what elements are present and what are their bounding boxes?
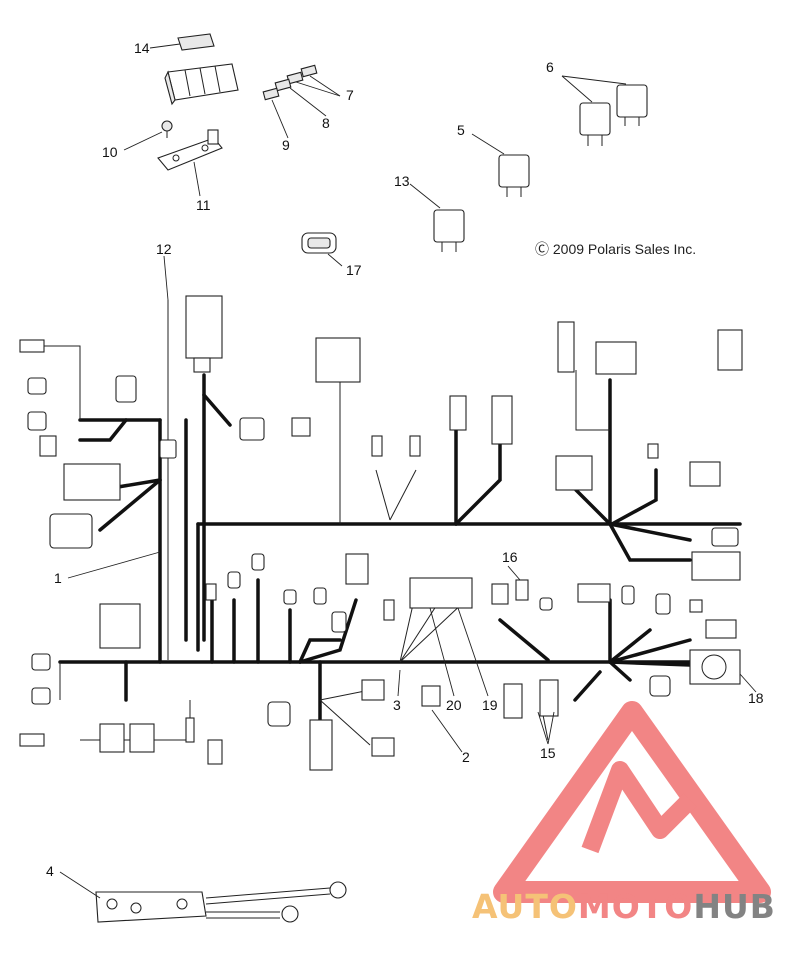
relay-5 <box>498 154 530 197</box>
relay-pair <box>579 84 648 146</box>
callout-17: 17 <box>346 262 362 278</box>
fuse-box-cover <box>177 33 215 51</box>
callout-16: 16 <box>502 549 518 565</box>
callout-15: 15 <box>540 745 556 761</box>
callout-19: 19 <box>482 697 498 713</box>
callout-10: 10 <box>102 144 118 160</box>
callout-9: 9 <box>282 137 290 153</box>
triangle-logo-icon <box>493 701 771 903</box>
connector-17 <box>301 232 337 254</box>
callout-20: 20 <box>446 697 462 713</box>
battery-cable <box>95 881 347 923</box>
callout-5: 5 <box>457 122 465 138</box>
harness-connectors <box>19 295 743 771</box>
screw <box>161 120 173 138</box>
callout-6: 6 <box>546 59 554 75</box>
fuse-set <box>262 64 318 101</box>
fuse-box <box>164 63 239 106</box>
callout-12: 12 <box>156 241 172 257</box>
brand-auto: AUTO <box>472 887 578 926</box>
callout-14: 14 <box>134 40 150 56</box>
callout-18: 18 <box>748 690 764 706</box>
callout-7: 7 <box>346 87 354 103</box>
callout-2: 2 <box>462 749 470 765</box>
callout-11: 11 <box>196 197 211 213</box>
relay-13 <box>433 209 465 252</box>
callout-leaders <box>67 255 757 753</box>
callout-3: 3 <box>393 697 401 713</box>
thin-wires <box>40 300 610 746</box>
callout-1: 1 <box>54 570 62 586</box>
svg-text:AUTOMOTOHUB: AUTOMOTOHUB <box>472 887 776 926</box>
watermark-logo: AUTOMOTOHUB <box>472 701 776 926</box>
callout-8: 8 <box>322 115 330 131</box>
callout-labels: 14 10 11 7 8 9 6 5 13 17 12 1 16 3 20 19… <box>46 40 764 879</box>
callout-13: 13 <box>394 173 410 189</box>
mounting-bracket <box>157 129 223 171</box>
brand-hub: HUB <box>693 887 776 926</box>
harness-clip <box>159 439 177 459</box>
brand-moto: MOTO <box>578 887 693 926</box>
callout-4: 4 <box>46 863 54 879</box>
main-harness <box>58 373 742 722</box>
copyright-notice: Ⓒ 2009 Polaris Sales Inc. <box>535 241 696 257</box>
